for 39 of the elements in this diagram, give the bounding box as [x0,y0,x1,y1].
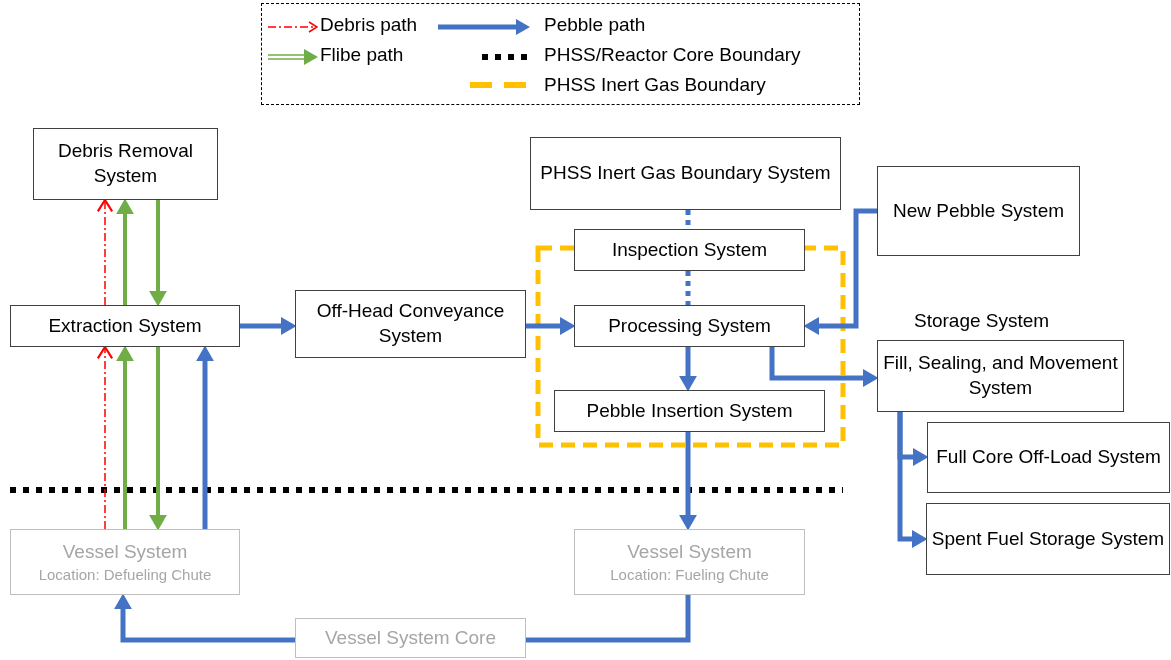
arrow [679,432,697,531]
arrow [240,317,297,335]
legend-label: Flibe path [320,44,404,66]
system-label: Processing System [608,313,771,338]
system-label: Off-Head Conveyance System [315,299,506,348]
system-label: Debris Removal System [56,139,195,188]
system-label: Inspection System [611,237,768,262]
arrow [96,198,114,306]
legend-label: Debris path [320,14,418,36]
system-label: Vessel System [62,539,188,564]
system-label: Spent Fuel Storage System [931,526,1165,551]
system-label: PHSS Inert Gas Boundary System [540,161,831,186]
connector-line [526,595,691,643]
group-heading: Storage System [914,310,1050,332]
arrow [769,347,879,387]
connector-line [685,271,691,305]
arrow [526,317,576,335]
system-label: Vessel System [627,539,752,564]
location-label: Location: Defueling Chute [38,564,212,585]
arrow [149,347,167,531]
arrow [116,345,134,529]
arrow [116,198,134,305]
arrow [96,345,114,530]
system-label: Fill, Sealing, and Movement System [882,351,1119,400]
system-label: New Pebble System [892,198,1065,223]
arrow [114,593,295,643]
legend-label: PHSS/Reactor Core Boundary [544,44,801,66]
legend-label: Pebble path [544,14,646,36]
system-label: Pebble Insertion System [586,398,793,423]
system-label: Vessel System Core [324,625,497,650]
arrow [803,208,877,335]
arrow [149,200,167,307]
legend-label: PHSS Inert Gas Boundary [544,74,766,96]
location-label: Location: Fueling Chute [610,564,769,585]
system-label: Full Core Off-Load System [936,445,1161,470]
system-label: Extraction System [48,313,202,338]
arrow [679,347,697,392]
arrow [196,345,214,529]
arrow [897,412,928,548]
